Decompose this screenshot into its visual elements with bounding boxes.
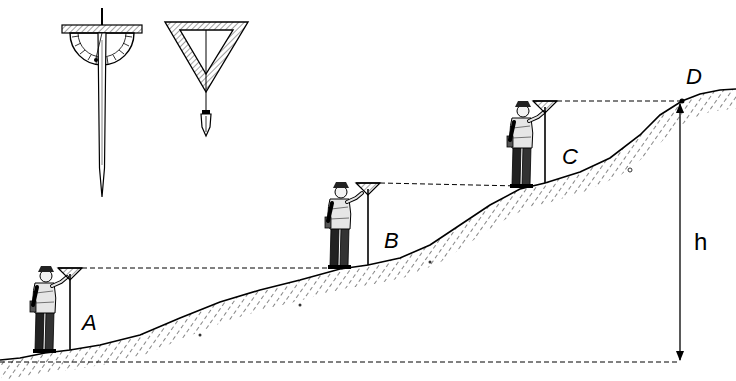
surveyor-figure — [325, 182, 362, 269]
point-label: A — [80, 312, 99, 334]
base-line — [0, 362, 680, 363]
hill-ground — [0, 89, 736, 381]
level-staff — [356, 183, 380, 265]
height-label: h — [692, 230, 709, 254]
hill-hatching — [0, 89, 736, 360]
point-label: C — [560, 146, 580, 168]
surveyor-figure — [507, 101, 544, 188]
point-label: B — [382, 230, 401, 252]
sight-line — [82, 268, 338, 269]
point-label: D — [684, 66, 704, 88]
sight-line — [557, 101, 682, 102]
level-staff — [533, 101, 557, 183]
sight-line — [380, 183, 520, 186]
level-staff — [58, 268, 82, 350]
ground-surface — [0, 89, 736, 360]
point-marker — [680, 99, 685, 104]
protractor-staff — [62, 8, 142, 197]
height-arrow — [679, 104, 680, 360]
surveyor-figure — [30, 266, 67, 353]
plumb-triangle — [165, 22, 248, 136]
